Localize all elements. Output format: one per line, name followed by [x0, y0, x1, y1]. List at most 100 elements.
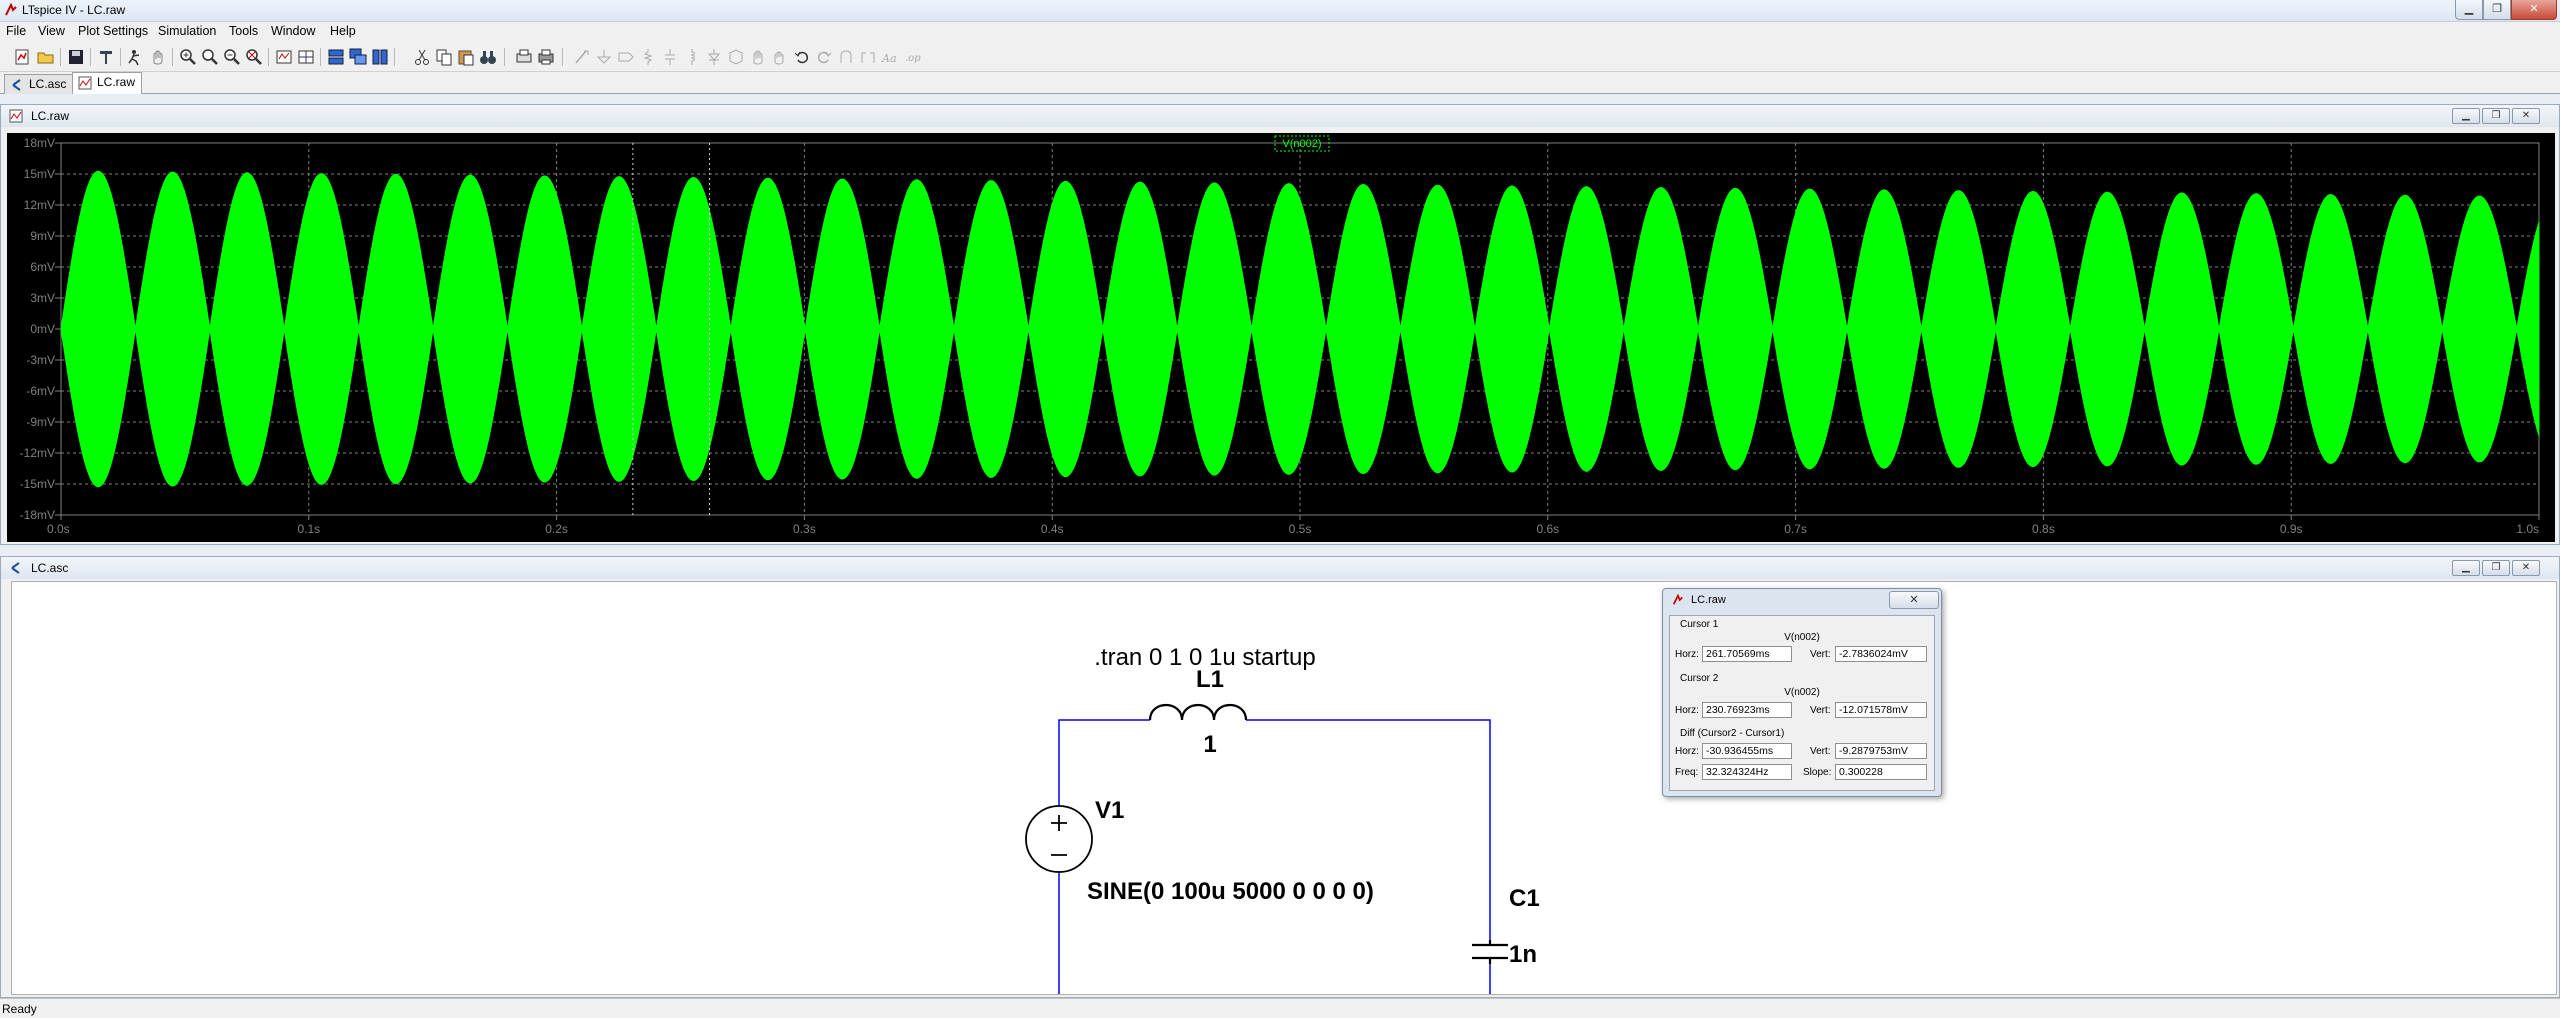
- cursor2-vert-field[interactable]: -12.071578mV: [1835, 702, 1927, 718]
- voltage-source-v1[interactable]: [1025, 805, 1093, 873]
- schematic-minimize-button[interactable]: ▁: [2452, 560, 2480, 576]
- rotate-icon: [836, 47, 856, 67]
- menu-plot-settings[interactable]: Plot Settings: [78, 24, 149, 38]
- diff-slope-field[interactable]: 0.300228: [1835, 764, 1927, 780]
- cursor2-group-label: Cursor 2: [1680, 673, 1719, 684]
- menu-help[interactable]: Help: [330, 24, 356, 38]
- menu-simulation[interactable]: Simulation: [158, 24, 217, 38]
- wire-left[interactable]: [1058, 719, 1150, 806]
- copy-icon[interactable]: [434, 47, 454, 67]
- tile-horizontal-icon[interactable]: [326, 47, 346, 67]
- diff-horz-field[interactable]: -30.936455ms: [1702, 743, 1792, 759]
- zoom-out-icon[interactable]: [222, 47, 242, 67]
- schematic-window: LC.asc ▁ ❐ ✕: [0, 556, 2560, 998]
- tab-lc-raw[interactable]: LC.raw: [72, 72, 143, 94]
- waveform-minimize-button[interactable]: ▁: [2452, 108, 2480, 124]
- schematic-close-button[interactable]: ✕: [2512, 560, 2540, 576]
- cursor-lines[interactable]: [632, 143, 711, 515]
- schematic-icon: [12, 79, 21, 91]
- cut-icon[interactable]: [412, 47, 432, 67]
- menu-window[interactable]: Window: [271, 24, 316, 38]
- waveform-chart[interactable]: 18mV15mV12mV9mV6mV3mV0mV-3mV-6mV-9mV-12m…: [7, 133, 2555, 542]
- run-icon[interactable]: [126, 47, 146, 67]
- find-icon[interactable]: [478, 47, 498, 67]
- trace-v-n002[interactable]: [60, 170, 2540, 488]
- menu-tools[interactable]: Tools: [229, 24, 259, 38]
- cascade-windows-icon[interactable]: [348, 47, 368, 67]
- capacitor-ref-label[interactable]: C1: [1509, 885, 1540, 912]
- cursor-dialog-titlebar[interactable]: LC.raw ✕: [1663, 589, 1941, 611]
- new-schematic-icon[interactable]: [12, 47, 32, 67]
- cursor-dialog-close-button[interactable]: ✕: [1889, 591, 1939, 609]
- trace-label[interactable]: V(n002): [1282, 138, 1321, 150]
- x-tick-label: 1.0s: [2516, 522, 2539, 536]
- cursor-readout-dialog: LC.raw ✕ Cursor 1 V(n002) Horz: 261.7056…: [1662, 588, 1942, 797]
- menu-file[interactable]: File: [6, 24, 27, 38]
- autorange-icon[interactable]: [274, 47, 294, 67]
- undo-icon[interactable]: [792, 47, 812, 67]
- waveform-window-titlebar[interactable]: LC.raw ▁ ❐ ✕: [1, 105, 2559, 127]
- schematic-window-titlebar[interactable]: LC.asc ▁ ❐ ✕: [1, 557, 2559, 579]
- tile-vertical-icon[interactable]: [370, 47, 390, 67]
- tran-directive[interactable]: .tran 0 1 0 1u startup: [1094, 644, 1315, 671]
- window-title: LTspice IV - LC.raw: [22, 3, 126, 17]
- wires[interactable]: [1058, 719, 1491, 994]
- y-tick-label: 12mV: [24, 198, 55, 212]
- inductor-value-label[interactable]: 1: [1203, 731, 1216, 758]
- label-net-icon: [616, 47, 636, 67]
- waveform-restore-button[interactable]: ❐: [2482, 108, 2510, 124]
- cursor2-horz-field[interactable]: 230.76923ms: [1702, 702, 1792, 718]
- halt-icon[interactable]: [148, 47, 168, 67]
- waveform-close-button[interactable]: ✕: [2512, 108, 2540, 124]
- diode-icon: [704, 47, 724, 67]
- trace-envelope[interactable]: [60, 170, 2540, 488]
- source-ref-label[interactable]: V1: [1095, 797, 1124, 824]
- waveform-window-title: LC.raw: [31, 109, 70, 123]
- wire-right[interactable]: [1246, 719, 1491, 940]
- inductor-ref-label[interactable]: L1: [1196, 666, 1224, 693]
- schematic-canvas[interactable]: .tran 0 1 0 1u startup L1 1 C1 1n V1 SIN…: [11, 581, 2557, 995]
- x-tick-label: 0.7s: [1784, 522, 1807, 536]
- close-button[interactable]: ✕: [2511, 0, 2557, 20]
- cursor2-vert-label: Vert:: [1810, 705, 1831, 716]
- inductor-l1[interactable]: [1148, 704, 1248, 721]
- control-panel-icon[interactable]: [96, 47, 116, 67]
- zoom-full-icon[interactable]: [244, 47, 264, 67]
- cursor1-vert-field[interactable]: -2.7836024mV: [1835, 646, 1927, 662]
- tab-lc-asc[interactable]: LC.asc: [4, 74, 74, 94]
- x-tick-label: 0.8s: [2032, 522, 2055, 536]
- move-hand-icon: [748, 47, 768, 67]
- pan-icon[interactable]: [200, 47, 220, 67]
- waveform-icon: [9, 109, 23, 123]
- open-folder-icon[interactable]: [36, 47, 56, 67]
- diff-freq-field[interactable]: 32.324324Hz: [1702, 764, 1792, 780]
- x-tick-label: 0.0s: [47, 522, 70, 536]
- diff-vert-field[interactable]: -9.2879753mV: [1835, 743, 1927, 759]
- menu-view[interactable]: View: [38, 24, 65, 38]
- schematic-drawing[interactable]: .tran 0 1 0 1u startup L1 1 C1 1n V1 SIN…: [12, 582, 2556, 994]
- minimize-button[interactable]: ▁: [2455, 0, 2483, 20]
- wire-bottom[interactable]: [1059, 964, 1491, 994]
- print-preview-icon[interactable]: [514, 47, 534, 67]
- cursor1-horz-field[interactable]: 261.70569ms: [1702, 646, 1792, 662]
- print-icon[interactable]: [536, 47, 556, 67]
- ltspice-logo-icon: [1672, 594, 1683, 605]
- cursor-dialog-title: LC.raw: [1691, 594, 1726, 606]
- zoom-in-icon[interactable]: [178, 47, 198, 67]
- diff-slope-label: Slope:: [1803, 767, 1832, 778]
- y-tick-label: 15mV: [24, 167, 55, 181]
- diff-horz-label: Horz:: [1675, 746, 1699, 757]
- capacitor-c1[interactable]: [1472, 940, 1508, 964]
- cursor-tool-icon[interactable]: [296, 47, 316, 67]
- save-icon[interactable]: [66, 47, 86, 67]
- cursor2-horz-label: Horz:: [1675, 705, 1699, 716]
- maximize-button[interactable]: ❐: [2483, 0, 2511, 20]
- schematic-restore-button[interactable]: ❐: [2482, 560, 2510, 576]
- spice-directive-icon: .op: [904, 47, 924, 67]
- y-tick-label: -15mV: [20, 477, 55, 491]
- paste-icon[interactable]: [456, 47, 476, 67]
- cursor1-trace-name: V(n002): [1784, 632, 1820, 643]
- capacitor-value-label[interactable]: 1n: [1509, 941, 1537, 968]
- source-value-label[interactable]: SINE(0 100u 5000 0 0 0 0): [1087, 878, 1374, 905]
